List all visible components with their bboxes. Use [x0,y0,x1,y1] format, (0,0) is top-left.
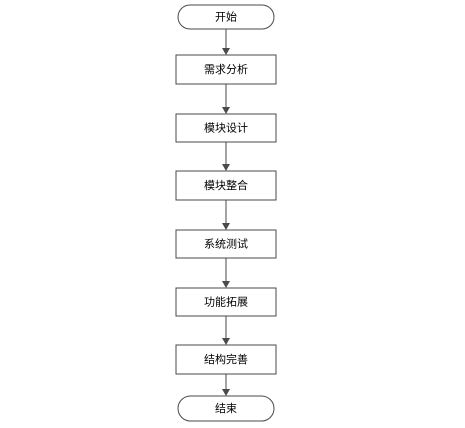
edge-system-test-to-feature-extension [222,258,230,288]
edge-requirements-to-module-design [222,84,230,114]
edge-feature-extension-to-structure-refinement [222,316,230,345]
node-system-test-label: 系统测试 [204,238,248,251]
node-module-design: 模块设计 [175,113,277,143]
node-structure-refinement-label: 结构完善 [204,352,248,366]
node-structure-refinement: 结构完善 [175,344,277,375]
node-module-integration: 模块整合 [175,170,277,201]
node-module-integration-label: 模块整合 [204,178,248,192]
node-system-test: 系统测试 [175,229,277,259]
node-end-label: 结束 [215,402,237,415]
edge-module-design-to-module-integration [222,142,230,171]
node-start-label: 开始 [215,10,237,24]
node-requirements: 需求分析 [175,54,277,85]
node-feature-extension-label: 功能拓展 [204,295,248,309]
edge-start-to-requirements [222,29,230,55]
edge-structure-refinement-to-end [222,374,230,396]
node-feature-extension: 功能拓展 [175,287,277,317]
node-requirements-label: 需求分析 [204,62,248,76]
edge-module-integration-to-system-test [222,200,230,230]
node-end: 结束 [177,395,275,422]
node-start: 开始 [177,4,275,30]
node-module-design-label: 模块设计 [204,122,248,135]
